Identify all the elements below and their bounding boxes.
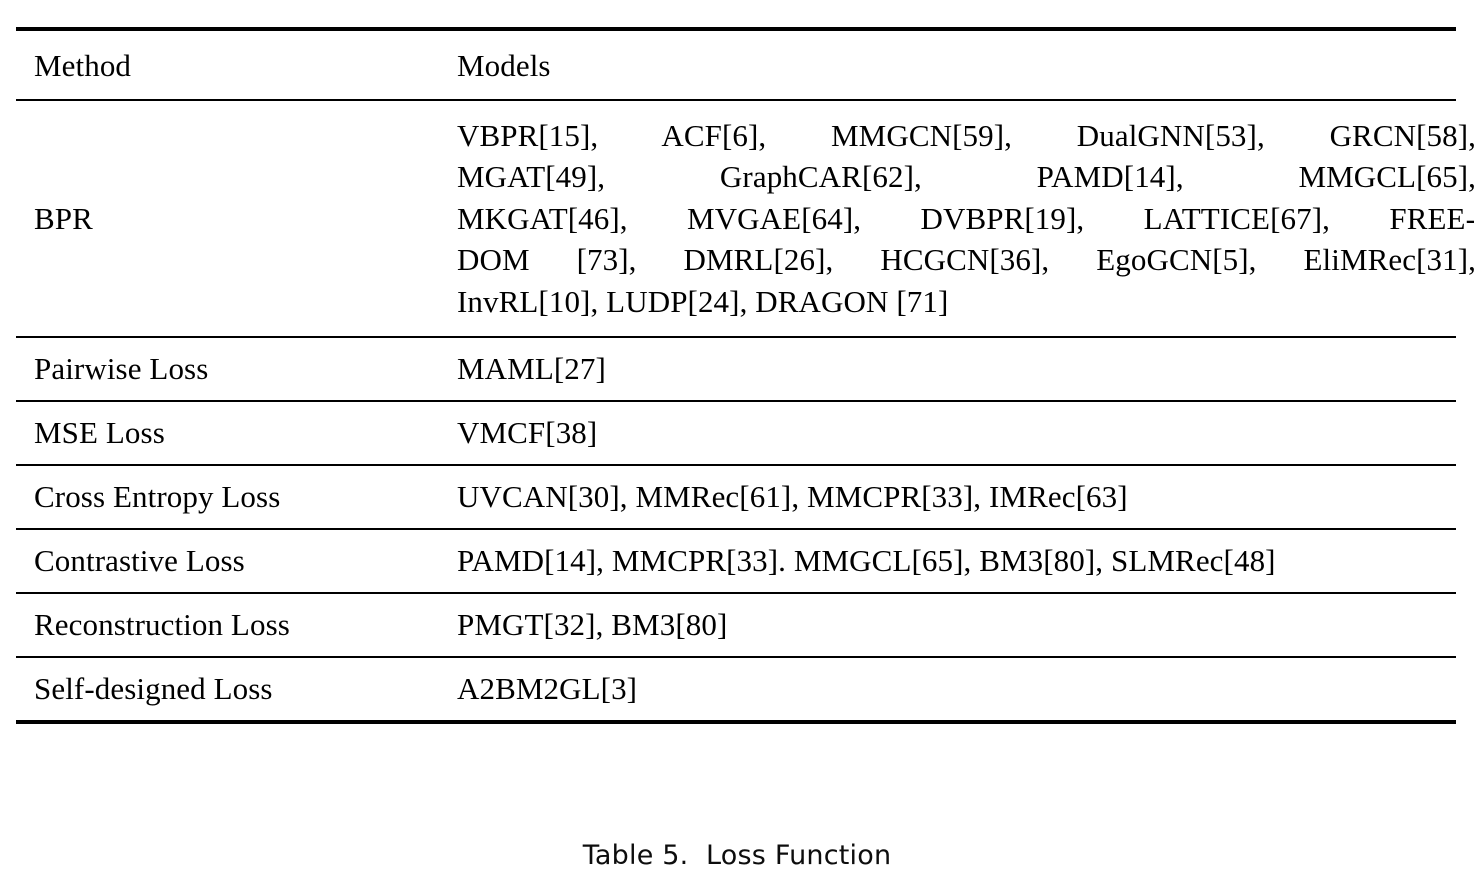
column-header-method: Method [16, 27, 437, 100]
models-line: MGAT[49], GraphCAR[62], PAMD[14], MMGCL[… [457, 159, 1474, 195]
cell-method: Cross Entropy Loss [16, 463, 437, 529]
table-row: BPR VBPR[15], ACF[6], MMGCN[59], DualGNN… [16, 99, 1474, 337]
models-line: MKGAT[46], MVGAE[64], DVBPR[19], LATTICE… [457, 200, 1474, 236]
table-body: BPR VBPR[15], ACF[6], MMGCN[59], DualGNN… [16, 99, 1474, 726]
cell-method: MSE Loss [16, 399, 437, 465]
table-caption: Table 5. Loss Function [582, 840, 892, 871]
cell-method: Contrastive Loss [16, 527, 437, 593]
cell-method: Reconstruction Loss [16, 591, 437, 657]
cell-models: UVCAN[30], MMRec[61], MMCPR[33], IMRec[6… [437, 463, 1456, 529]
table-row: Pairwise Loss MAML[27] [16, 335, 1456, 401]
table-bottom-rule [437, 719, 1456, 726]
table-row: Cross Entropy Loss UVCAN[30], MMRec[61],… [16, 463, 1456, 529]
table-container: Method Models BPR VBPR[15], ACF[6], MMGC… [16, 27, 1474, 726]
models-line: DOM [73], DMRL[26], HCGCN[36], EgoGCN[5]… [457, 242, 1474, 278]
models-line: InvRL[10], LUDP[24], DRAGON [71] [457, 283, 949, 319]
column-header-models: Models [437, 27, 1456, 100]
cell-method: Self-designed Loss [16, 655, 437, 722]
cell-models: PMGT[32], BM3[80] [437, 591, 1456, 657]
models-paragraph: VBPR[15], ACF[6], MMGCN[59], DualGNN[53]… [457, 115, 1474, 322]
table-header: Method Models [16, 27, 1456, 100]
table-bottom-rule-row [16, 719, 1456, 726]
table-row: Self-designed Loss A2BM2GL[3] [16, 655, 1456, 722]
cell-method: Pairwise Loss [16, 335, 437, 401]
cell-models: VMCF[38] [437, 399, 1456, 465]
models-line: VBPR[15], ACF[6], MMGCN[59], DualGNN[53]… [457, 118, 1474, 153]
cell-models: MAML[27] [437, 335, 1456, 401]
loss-function-table: Method Models BPR VBPR[15], ACF[6], MMGC… [16, 27, 1474, 726]
cell-models: PAMD[14], MMCPR[33]. MMGCL[65], BM3[80],… [437, 527, 1456, 593]
table-header-row: Method Models [16, 27, 1456, 100]
cell-models: A2BM2GL[3] [437, 655, 1456, 722]
table-bottom-rule [16, 719, 437, 726]
table-row: Reconstruction Loss PMGT[32], BM3[80] [16, 591, 1456, 657]
table-row: Contrastive Loss PAMD[14], MMCPR[33]. MM… [16, 527, 1456, 593]
table-row: MSE Loss VMCF[38] [16, 399, 1456, 465]
cell-method: BPR [16, 99, 437, 337]
cell-models: VBPR[15], ACF[6], MMGCN[59], DualGNN[53]… [437, 99, 1474, 337]
